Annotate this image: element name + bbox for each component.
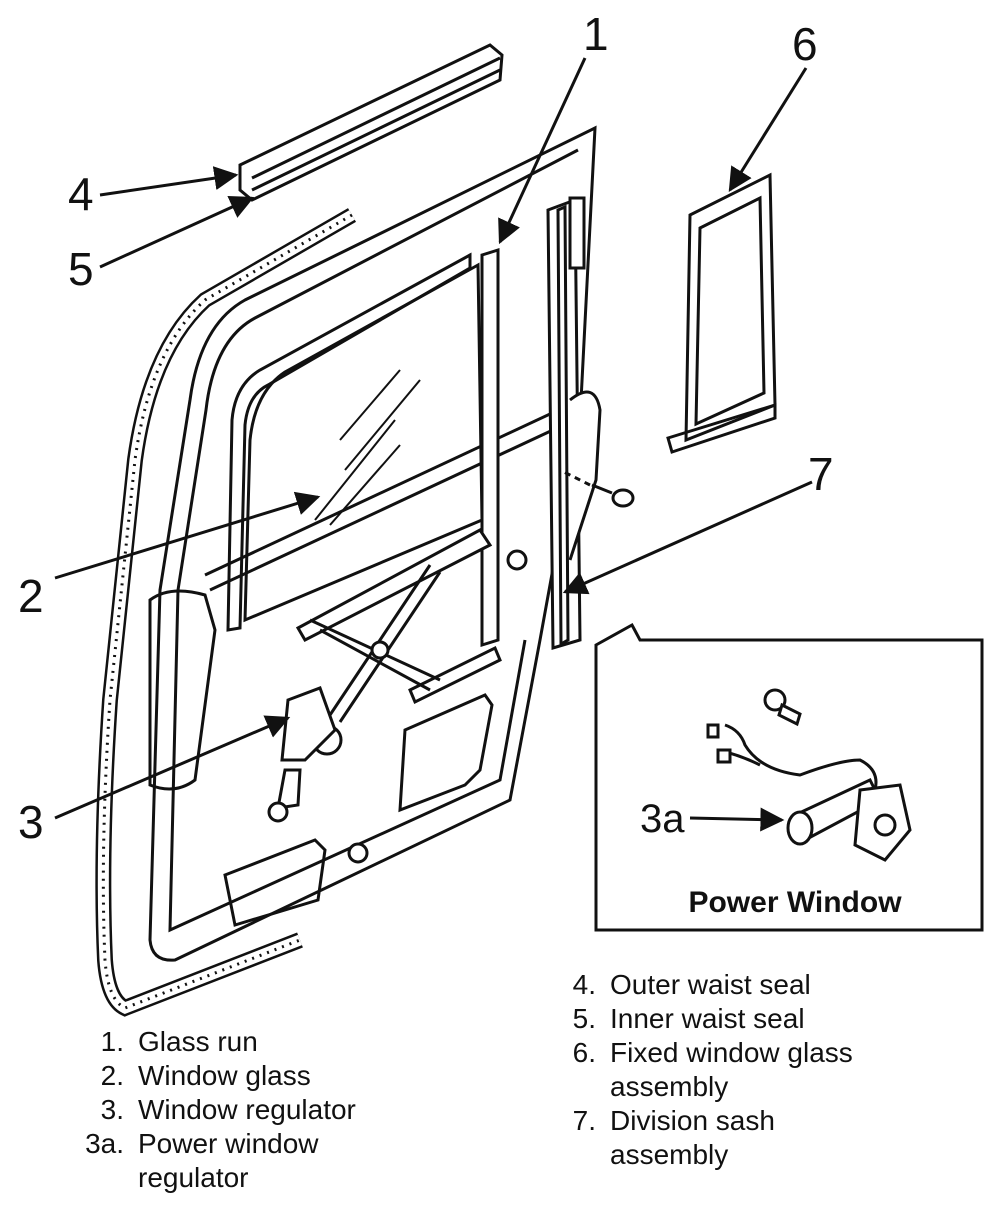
legend-left: 1. Glass run 2. Window glass 3. Window r… bbox=[80, 1025, 440, 1195]
fixed-window-glass bbox=[666, 172, 777, 454]
window-glass-reflections bbox=[314, 369, 421, 526]
legend-item: 2. Window glass bbox=[80, 1059, 440, 1093]
leader-7 bbox=[562, 480, 813, 595]
leader-2 bbox=[54, 491, 321, 580]
glass-run bbox=[480, 247, 500, 648]
door-weatherstrip bbox=[95, 208, 357, 1017]
leader-3 bbox=[54, 715, 291, 820]
callout-1: 1 bbox=[583, 8, 609, 60]
legend-number: 5. bbox=[572, 1003, 596, 1034]
legend-number: 6. bbox=[572, 1037, 596, 1068]
window-glass-frame bbox=[226, 252, 484, 632]
waist-seals bbox=[238, 43, 504, 202]
power-window-motor bbox=[706, 688, 912, 862]
callout-6: 6 bbox=[792, 18, 818, 70]
leader-3a bbox=[689, 807, 785, 832]
callout-5: 5 bbox=[68, 243, 94, 295]
legend-item: 3a. Power window regulator bbox=[80, 1127, 440, 1195]
legend-number: 3a. bbox=[85, 1128, 124, 1159]
legend-number: 7. bbox=[572, 1105, 596, 1136]
door-panel bbox=[148, 125, 597, 962]
callout-3: 3 bbox=[18, 796, 44, 848]
legend-item: 3. Window regulator bbox=[80, 1093, 440, 1127]
legend-item: 6. Fixed window glass assembly bbox=[552, 1036, 972, 1104]
legend-number: 4. bbox=[572, 969, 596, 1000]
callout-3a: 3a bbox=[640, 797, 685, 841]
leader-5 bbox=[99, 196, 255, 269]
leader-1 bbox=[498, 57, 587, 245]
division-sash bbox=[546, 196, 602, 651]
legend-text: Fixed window glass assembly bbox=[610, 1037, 853, 1102]
legend-number: 2. bbox=[100, 1060, 124, 1091]
legend-text: Division sash assembly bbox=[610, 1105, 775, 1170]
legend-text: Window regulator bbox=[138, 1094, 356, 1125]
legend-text: Glass run bbox=[138, 1026, 258, 1057]
legend-number: 1. bbox=[100, 1026, 124, 1057]
callout-4: 4 bbox=[68, 168, 94, 220]
leader-6 bbox=[728, 67, 808, 193]
power-window-inset bbox=[594, 622, 984, 932]
window-regulator bbox=[267, 528, 528, 864]
callout-2: 2 bbox=[18, 570, 44, 622]
leader-4 bbox=[99, 166, 239, 197]
legend-text: Outer waist seal bbox=[610, 969, 811, 1000]
inset-caption: Power Window bbox=[688, 886, 902, 919]
legend-text: Power window regulator bbox=[138, 1128, 319, 1193]
legend-number: 3. bbox=[100, 1094, 124, 1125]
legend-text: Inner waist seal bbox=[610, 1003, 805, 1034]
legend-item: 4. Outer waist seal bbox=[552, 968, 972, 1002]
division-sash-screw bbox=[559, 468, 635, 508]
legend-item: 7. Division sash assembly bbox=[552, 1104, 972, 1172]
leader-lines bbox=[54, 57, 813, 832]
legend-item: 1. Glass run bbox=[80, 1025, 440, 1059]
callout-7: 7 bbox=[808, 448, 834, 500]
legend-text: Window glass bbox=[138, 1060, 311, 1091]
legend-right: 4. Outer waist seal 5. Inner waist seal … bbox=[552, 968, 972, 1172]
legend-item: 5. Inner waist seal bbox=[552, 1002, 972, 1036]
